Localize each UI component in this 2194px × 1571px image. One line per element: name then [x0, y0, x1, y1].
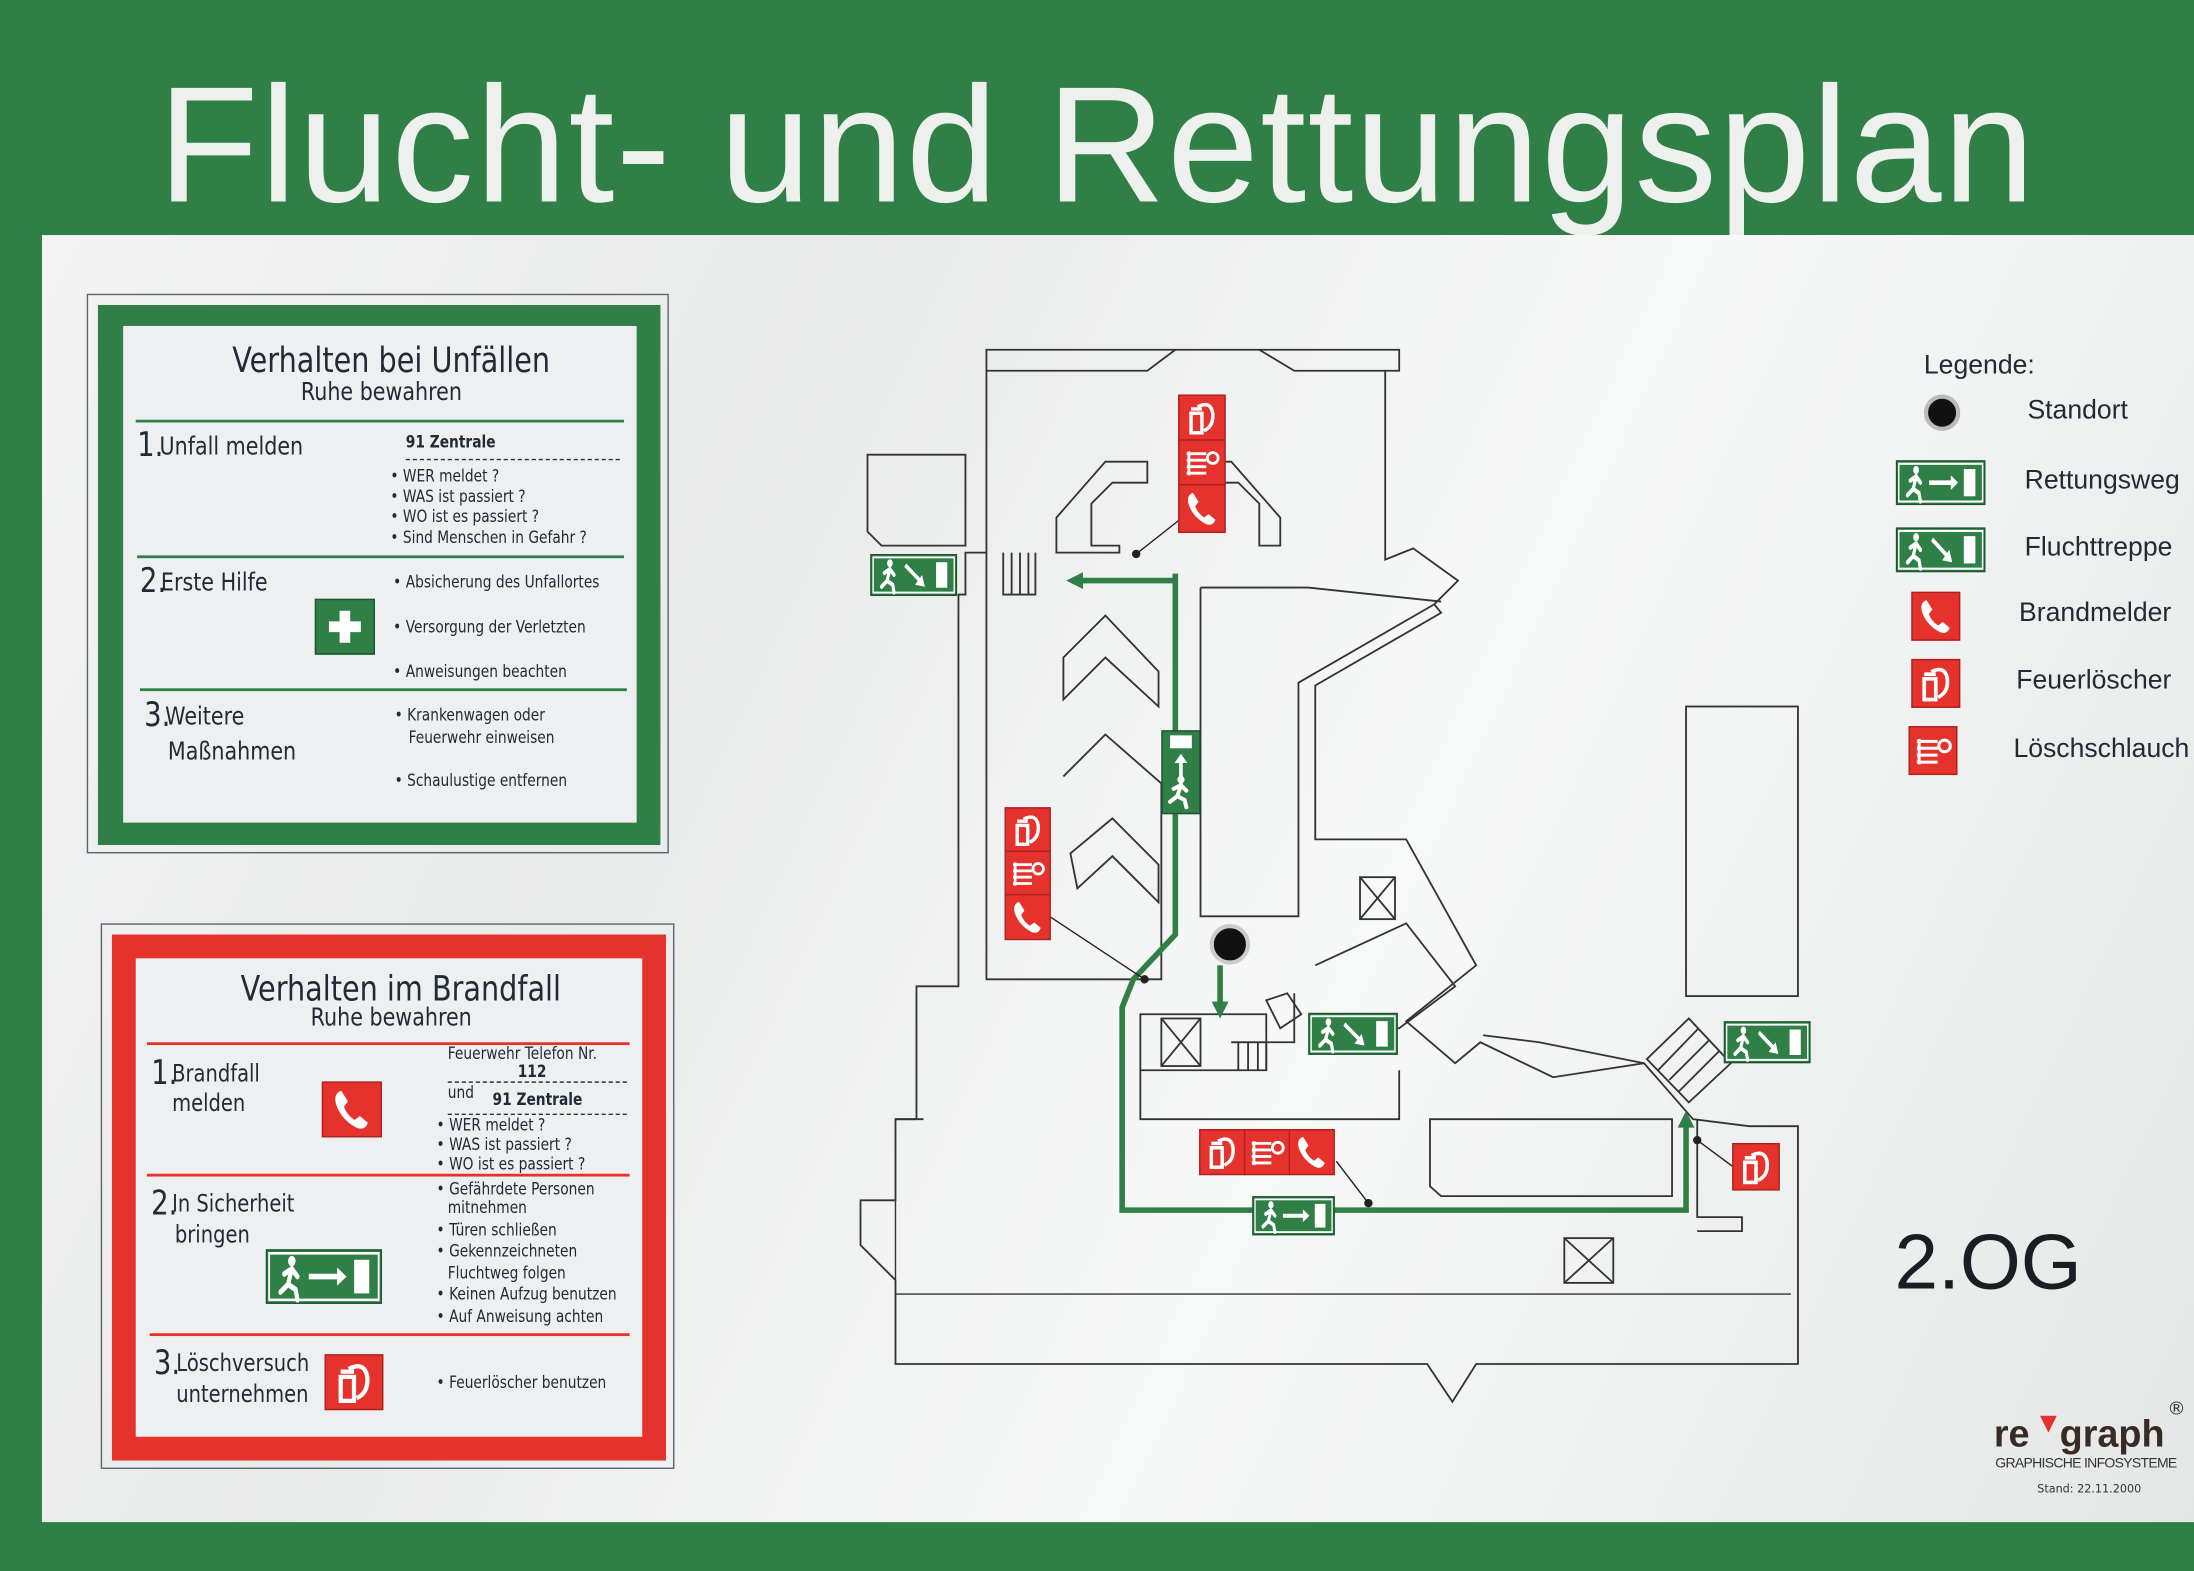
- separate-building: [1685, 705, 1799, 997]
- fire-hose-icon: [1178, 439, 1226, 486]
- bullet: WER meldet ?: [437, 1116, 545, 1133]
- fire-extinguisher-icon: [1732, 1142, 1780, 1191]
- step-number: 3.: [153, 1343, 181, 1383]
- legend-label: Fluchttreppe: [2024, 533, 2173, 563]
- legend-label: Rettungsweg: [2024, 465, 2180, 496]
- and-label: und: [447, 1082, 474, 1103]
- escape-route-sign-icon: [1252, 1196, 1335, 1236]
- phone-caption: Feuerwehr Telefon Nr.: [447, 1043, 598, 1064]
- step-label: In Sicherheit: [172, 1190, 295, 1219]
- emergency-number: 112: [517, 1061, 547, 1082]
- step-label: Löschversuch: [176, 1350, 310, 1379]
- first-aid-icon: [314, 598, 375, 655]
- legend-label: Standort: [2027, 395, 2128, 426]
- feuerloescher-icon: [1911, 658, 1961, 708]
- escape-stair-sign-icon: [1308, 1012, 1398, 1055]
- phone-label: 91 Zentrale: [492, 1089, 583, 1110]
- step-number: 2.: [151, 1183, 178, 1223]
- escape-stair-sign-icon: [870, 554, 958, 596]
- route-arrows: [1066, 572, 1695, 1128]
- bullet: Türen schließen: [437, 1221, 557, 1238]
- bullet: Anweisungen beachten: [393, 663, 567, 680]
- loeschschlauch-icon: [1908, 726, 1958, 776]
- bullet: Sind Menschen in Gefahr ?: [390, 529, 587, 546]
- fluchttreppe-icon: [1895, 527, 1986, 573]
- step-label: Maßnahmen: [167, 737, 297, 767]
- bullet: WO ist es passiert ?: [390, 508, 539, 525]
- fire-hose-icon: [1004, 850, 1051, 896]
- step-label: bringen: [174, 1221, 250, 1250]
- emergency-exit-sign-icon: [265, 1249, 382, 1304]
- fire-alarm-icon: [1288, 1128, 1335, 1176]
- legend-title: Legende:: [1923, 351, 2035, 381]
- fire-extinguisher-icon: [1178, 394, 1226, 441]
- brandmelder-icon: [1911, 591, 1961, 641]
- bullet: WAS ist passiert ?: [437, 1136, 572, 1153]
- brand-name: re: [1993, 1412, 2030, 1455]
- bullet-continued: mitnehmen: [447, 1197, 527, 1218]
- fire-hose-icon: [1243, 1128, 1291, 1176]
- legend-label: Brandmelder: [2019, 598, 2172, 629]
- bullet: WAS ist passiert ?: [390, 488, 526, 505]
- bullet: WER meldet ?: [390, 467, 499, 484]
- phone-label: 91 Zentrale: [405, 432, 496, 452]
- courtyard: [1199, 586, 1442, 918]
- fire-alarm-icon: [1004, 893, 1051, 941]
- rettungsweg-icon: [1895, 460, 1986, 506]
- you-are-here-marker: [1209, 924, 1251, 965]
- plan-date: Stand: 22.11.2000: [2037, 1482, 2142, 1496]
- brand-tagline: GRAPHISCHE INFOSYSTEME: [1995, 1456, 2177, 1472]
- step-label: Erste Hilfe: [160, 567, 268, 598]
- bullet: Gefährdete Personen: [437, 1181, 594, 1198]
- legend-label: Löschschlauch: [2013, 734, 2190, 764]
- left-annex: [866, 453, 967, 547]
- fire-subtitle: Ruhe bewahren: [310, 1003, 472, 1033]
- escape-stair-sign-icon: [1723, 1021, 1811, 1064]
- step-number: 1.: [137, 425, 164, 465]
- bullet: Schaulustige entfernen: [395, 772, 567, 789]
- bullet: Versorgung der Verletzten: [393, 618, 586, 635]
- step-number: 2.: [139, 560, 167, 601]
- legend-label: Feuerlöscher: [2016, 665, 2172, 696]
- bullet: Keinen Aufzug benutzen: [437, 1286, 616, 1303]
- step-label: melden: [172, 1089, 246, 1118]
- fire-extinguisher-icon: [1199, 1128, 1246, 1176]
- building-outline: [859, 348, 1799, 1404]
- step-label: Brandfall: [172, 1060, 260, 1089]
- fire-extinguisher-icon: [1004, 807, 1051, 852]
- bullet: Absicherung des Unfallortes: [393, 574, 600, 591]
- bullet: Auf Anweisung achten: [437, 1308, 603, 1325]
- stair: [1645, 1017, 1733, 1104]
- escape-route-line: [1077, 573, 1689, 1213]
- bullet: WO ist es passiert ?: [437, 1156, 585, 1173]
- fire-title: Verhalten im Brandfall: [240, 968, 561, 1009]
- registered-mark: ®: [2167, 1399, 2186, 1420]
- fire-extinguisher-icon: [324, 1354, 384, 1411]
- step-label: Unfall melden: [159, 432, 304, 462]
- stair: [1231, 992, 1303, 1071]
- bullet: Krankenwagen oder: [395, 706, 545, 723]
- bullet-continued: Fluchtweg folgen: [447, 1263, 566, 1283]
- bullet: Gekennzeichneten: [437, 1242, 577, 1259]
- fire-alarm-icon: [1178, 484, 1226, 534]
- bullet-continued: Feuerwehr einweisen: [408, 727, 555, 748]
- step-number: 1.: [151, 1053, 178, 1093]
- bullet: Feuerlöscher benutzen: [437, 1374, 606, 1391]
- accident-subtitle: Ruhe bewahren: [300, 377, 462, 408]
- step-label: unternehmen: [176, 1380, 309, 1409]
- fire-alarm-phone-icon: [321, 1081, 382, 1138]
- brand-triangle-icon: [2040, 1415, 2057, 1433]
- sign-title: Flucht- und Rettungsplan: [157, 53, 2037, 238]
- brand-name: graph: [2059, 1412, 2165, 1455]
- step-label: Weitere: [165, 702, 245, 732]
- standort-icon: [1923, 394, 1961, 431]
- accident-title: Verhalten bei Unfällen: [232, 339, 551, 381]
- escape-route-sign-icon: [1161, 730, 1201, 815]
- step-number: 3.: [144, 695, 171, 735]
- floor-label: 2.OG: [1894, 1217, 2082, 1306]
